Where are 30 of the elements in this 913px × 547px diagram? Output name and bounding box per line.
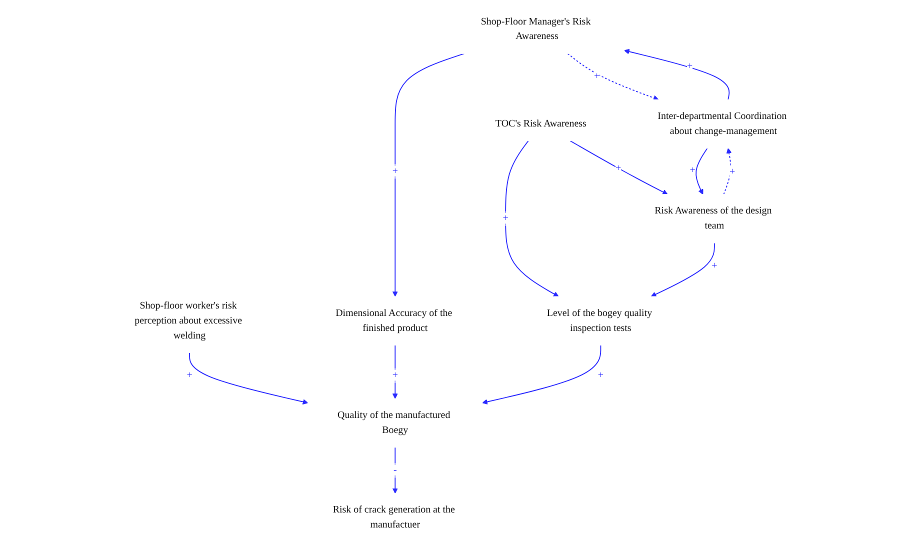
- node-text: Quality of the manufactured Boegy: [338, 410, 450, 436]
- node-text: TOC's Risk Awareness: [495, 118, 586, 129]
- node-text: Dimensional Accuracy of the finished product: [336, 308, 452, 334]
- arrow: [482, 344, 602, 404]
- arrow: [567, 53, 659, 101]
- arrow: [624, 48, 730, 100]
- edge-label: +: [186, 370, 192, 381]
- arrow: [696, 148, 708, 195]
- edge-label: -: [393, 464, 397, 476]
- edge-label: +: [594, 71, 600, 82]
- arrow: [505, 140, 559, 297]
- edge-label: +: [502, 213, 508, 224]
- node-text: Risk Awareness of the design team: [654, 206, 772, 232]
- arrow: [650, 242, 715, 297]
- edge-label: +: [729, 166, 736, 177]
- arrow: [723, 148, 732, 195]
- edge-label: +: [392, 166, 398, 176]
- edge-label: +: [686, 60, 693, 72]
- edge-label: +: [690, 164, 696, 176]
- arrow: [189, 352, 308, 404]
- arrow: [570, 140, 668, 195]
- edge-label: +: [392, 370, 398, 381]
- edge-label: +: [598, 370, 604, 381]
- node-text: Shop-floor worker's risk perception about excessive welding: [134, 300, 242, 341]
- node-text: Risk of crack generation at the manufactuer: [332, 504, 455, 530]
- node-text: Inter-departmental Coordination about change-management: [658, 110, 787, 136]
- node-text: Shop-Floor Manager's Risk Awareness: [480, 16, 591, 42]
- node-text: Level of the bogey quality inspection tests: [546, 308, 652, 334]
- edge-label: +: [712, 260, 718, 272]
- edge-label: +: [616, 162, 622, 174]
